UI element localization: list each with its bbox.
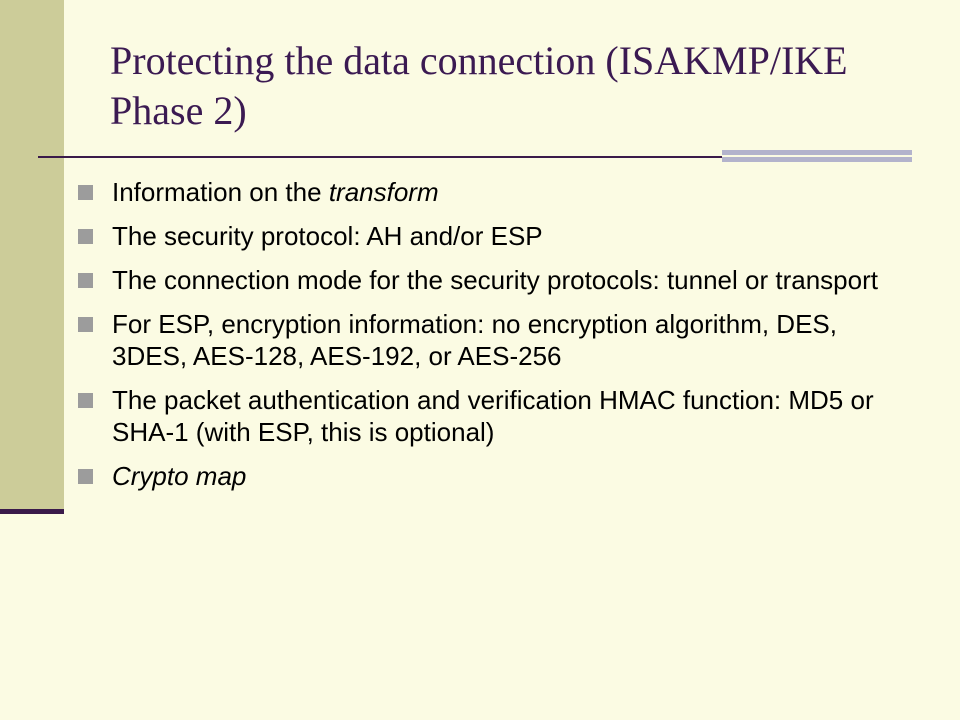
- square-bullet-icon: [78, 273, 93, 288]
- square-bullet-icon: [78, 229, 93, 244]
- square-bullet-icon: [78, 393, 93, 408]
- bullet-item: The security protocol: AH and/or ESP: [78, 220, 918, 252]
- title-accent-bar: [722, 150, 912, 164]
- title-underline: [38, 156, 912, 158]
- bullet-list: Information on the transform The securit…: [78, 176, 918, 504]
- bullet-emphasis: Crypto map: [112, 461, 247, 491]
- left-accent-line: [0, 509, 64, 514]
- square-bullet-icon: [78, 185, 93, 200]
- bullet-text: The connection mode for the security pro…: [112, 265, 878, 295]
- square-bullet-icon: [78, 469, 93, 484]
- bullet-text: The security protocol: AH and/or ESP: [112, 221, 543, 251]
- bullet-item: For ESP, encryption information: no encr…: [78, 308, 918, 372]
- bullet-item: Information on the transform: [78, 176, 918, 208]
- bullet-item: The connection mode for the security pro…: [78, 264, 918, 296]
- bullet-emphasis: transform: [328, 177, 439, 207]
- square-bullet-icon: [78, 317, 93, 332]
- slide-title: Protecting the data connection (ISAKMP/I…: [110, 38, 848, 133]
- left-decorative-band: [0, 0, 64, 511]
- bullet-item: Crypto map: [78, 460, 918, 492]
- bullet-text: The packet authentication and verificati…: [112, 385, 874, 447]
- bullet-text: Information on the: [112, 177, 329, 207]
- bullet-text: For ESP, encryption information: no encr…: [112, 309, 837, 371]
- bullet-item: The packet authentication and verificati…: [78, 384, 918, 448]
